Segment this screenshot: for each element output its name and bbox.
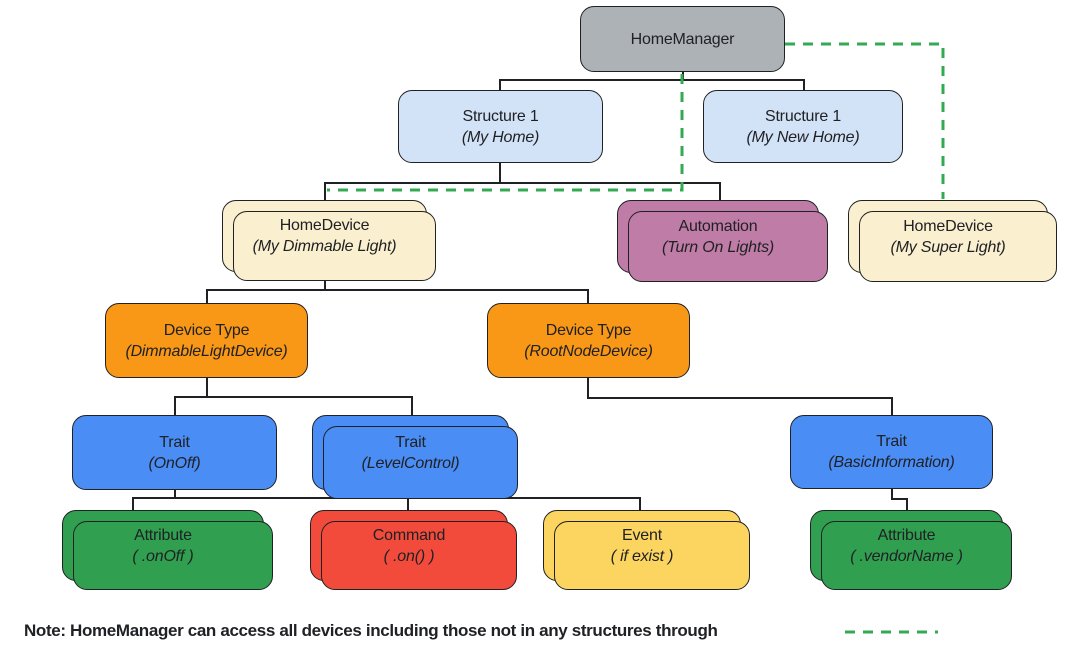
- node-subtitle: (OnOff): [148, 454, 201, 472]
- node-structure-my-new-home: Structure 1 (My New Home): [703, 90, 903, 163]
- node-title: Structure 1: [462, 107, 539, 125]
- node-structure-my-home: Structure 1 (My Home): [398, 90, 603, 163]
- node-title: HomeDevice: [279, 217, 370, 234]
- node-device-type-rootnode: Device Type (RootNodeDevice): [487, 303, 690, 378]
- node-subtitle: (LevelControl): [361, 454, 460, 472]
- node-trait-levelcontrol: Trait (LevelControl): [312, 415, 509, 490]
- node-device-type-dimmable: Device Type (DimmableLightDevice): [105, 303, 308, 378]
- node-title: Attribute: [134, 526, 192, 544]
- node-trait-basicinfo: Trait (BasicInformation): [790, 415, 993, 489]
- node-subtitle: (RootNodeDevice): [524, 342, 653, 360]
- node-subtitle: (BasicInformation): [828, 454, 955, 471]
- node-title: Attribute: [877, 526, 936, 544]
- node-title: Event: [622, 526, 662, 544]
- node-title: Device Type: [545, 321, 632, 339]
- node-subtitle: ( .on() ): [383, 547, 435, 565]
- node-home-device-dimmable: HomeDevice (My Dimmable Light): [222, 200, 427, 272]
- node-subtitle: (My Super Light): [890, 238, 1006, 256]
- node-title: Trait: [159, 433, 190, 451]
- node-subtitle: (DimmableLightDevice): [125, 342, 288, 360]
- node-home-manager: HomeManager: [580, 6, 785, 72]
- node-home-device-super: HomeDevice (My Super Light): [848, 200, 1048, 273]
- node-title: HomeDevice: [903, 217, 993, 235]
- node-subtitle: (My Home): [461, 128, 540, 146]
- dashed-link-to-dimmable-light: [327, 74, 684, 192]
- node-command-on: Command ( .on() ): [310, 510, 508, 581]
- node-title: Command: [372, 526, 446, 544]
- dashed-link-to-super-light: [785, 42, 945, 199]
- solid-connectors: [132, 72, 908, 510]
- node-trait-onoff: Trait (OnOff): [72, 415, 277, 490]
- node-subtitle: ( .onOff ): [132, 547, 194, 565]
- note-text: Note: HomeManager can access all devices…: [24, 621, 718, 640]
- node-subtitle: (My Dimmable Light): [252, 238, 397, 255]
- node-title: Trait: [876, 433, 907, 450]
- node-attribute-onoff: Attribute ( .onOff ): [62, 510, 264, 581]
- node-title: Structure 1: [764, 107, 842, 125]
- node-title: Automation: [678, 217, 758, 235]
- node-title: Trait: [395, 433, 426, 451]
- node-subtitle: (Turn On Lights): [661, 238, 775, 256]
- dashed-access-links: [327, 42, 945, 634]
- node-automation: Automation (Turn On Lights): [617, 200, 819, 273]
- node-subtitle: (My New Home): [746, 128, 860, 146]
- node-title: Device Type: [163, 321, 250, 339]
- node-event-if-exist: Event ( if exist ): [543, 510, 741, 581]
- node-subtitle: ( if exist ): [610, 547, 674, 565]
- node-title: HomeManager: [630, 30, 735, 48]
- node-attribute-vendorname: Attribute ( .vendorName ): [810, 510, 1003, 581]
- node-subtitle: ( .vendorName ): [850, 547, 963, 565]
